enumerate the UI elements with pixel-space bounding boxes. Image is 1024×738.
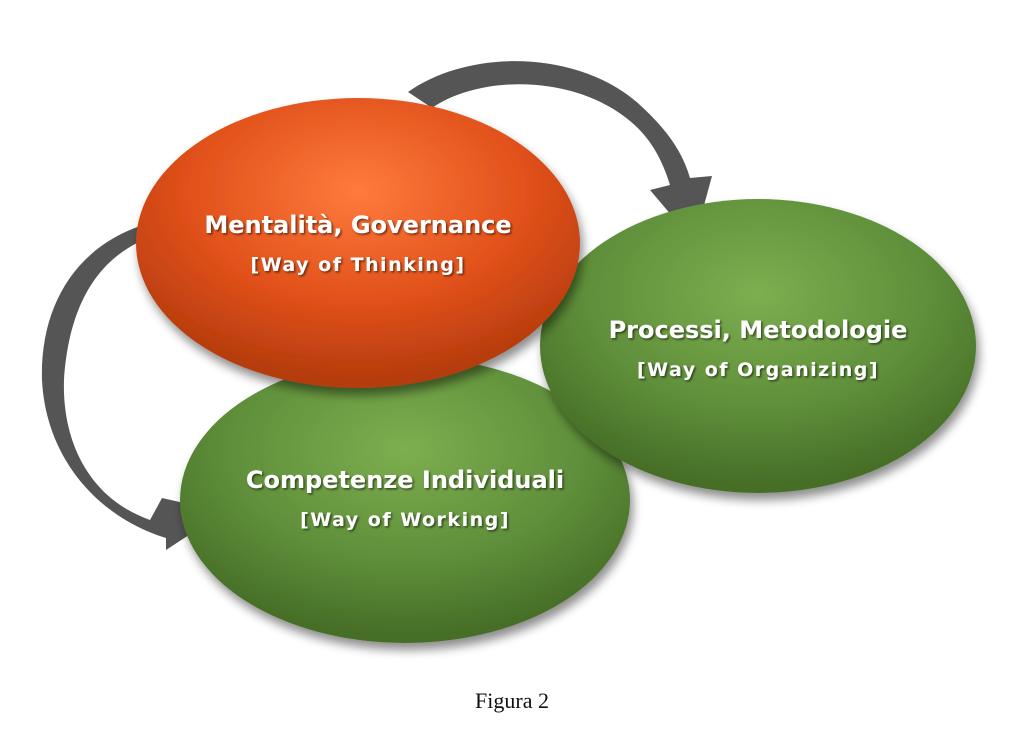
node-thinking-subtitle: [Way of Thinking] xyxy=(250,254,465,276)
figure-caption: Figura 2 xyxy=(475,688,549,713)
node-way-of-organizing: Processi, Metodologie [Way of Organizing… xyxy=(540,199,976,493)
node-organizing-title: Processi, Metodologie xyxy=(609,316,908,344)
node-way-of-thinking: Mentalità, Governance [Way of Thinking] xyxy=(136,98,580,388)
arrow-thinking-to-organizing xyxy=(408,61,712,243)
node-working-subtitle: [Way of Working] xyxy=(300,509,510,531)
node-thinking-title: Mentalità, Governance xyxy=(204,211,511,239)
node-organizing-subtitle: [Way of Organizing] xyxy=(637,359,879,381)
node-working-title: Competenze Individuali xyxy=(246,466,564,494)
node-way-of-working: Competenze Individuali [Way of Working] xyxy=(180,357,630,643)
